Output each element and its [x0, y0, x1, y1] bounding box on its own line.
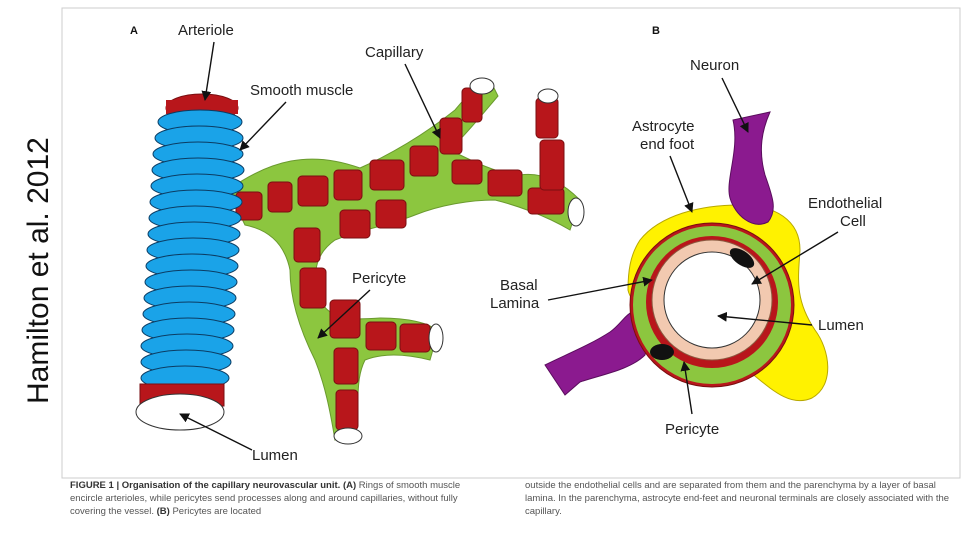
capillary-open-end	[568, 198, 584, 226]
caption-left-tail: Pericytes are located	[170, 506, 261, 517]
capillary-segment	[334, 348, 358, 384]
smooth-muscle-rings	[141, 110, 244, 390]
capillary-segment	[336, 390, 358, 430]
capillary-segment	[528, 188, 564, 214]
capillary-segment	[366, 322, 396, 350]
label-endothelial-1: Endothelial	[808, 195, 882, 212]
label-pericyte-b: Pericyte	[665, 421, 719, 438]
label-smooth-muscle: Smooth muscle	[250, 82, 353, 99]
capillary-segment	[376, 200, 406, 228]
label-endothelial-2: Cell	[840, 213, 866, 230]
capillary-segment	[340, 210, 370, 238]
capillary-segment	[370, 160, 404, 190]
label-neuron: Neuron	[690, 57, 739, 74]
label-basal-1: Basal	[500, 277, 538, 294]
capillary-segment	[334, 170, 362, 200]
capillary-segment	[452, 160, 482, 184]
capillary-segment	[298, 176, 328, 206]
label-astrocyte-2: end foot	[640, 136, 695, 153]
capillary-segment	[294, 228, 320, 262]
capillary-segment	[540, 140, 564, 190]
capillary-segment	[488, 170, 522, 196]
capillary-segment	[440, 118, 462, 154]
caption-right: outside the endothelial cells and are se…	[525, 479, 955, 518]
label-arteriole: Arteriole	[178, 22, 234, 39]
label-pericyte-a: Pericyte	[352, 270, 406, 287]
caption-b-tag: (B)	[157, 506, 170, 517]
label-lumen-b: Lumen	[818, 317, 864, 334]
capillary-open-end	[334, 428, 362, 444]
capillary-open-end	[470, 78, 494, 94]
label-astrocyte-1: Astrocyte	[632, 118, 695, 135]
capillary-segment	[410, 146, 438, 176]
capillary-segment	[268, 182, 292, 212]
label-lumen-a: Lumen	[252, 447, 298, 464]
caption-title: FIGURE 1 | Organisation of the capillary…	[70, 480, 356, 491]
capillary-segment	[400, 324, 430, 352]
arteriole-lumen	[136, 394, 224, 430]
capillary-segment	[300, 268, 326, 308]
label-basal-2: Lamina	[490, 295, 540, 312]
capillary-open-end	[429, 324, 443, 352]
capillary-segment	[536, 98, 558, 138]
pericyte-nucleus	[650, 344, 674, 360]
panel-b-letter: B	[652, 25, 660, 37]
capillary-segment	[330, 300, 360, 338]
label-capillary: Capillary	[365, 44, 424, 61]
caption-left: FIGURE 1 | Organisation of the capillary…	[70, 479, 485, 518]
capillary-open-end	[538, 89, 558, 103]
panel-a-letter: A	[130, 25, 138, 37]
